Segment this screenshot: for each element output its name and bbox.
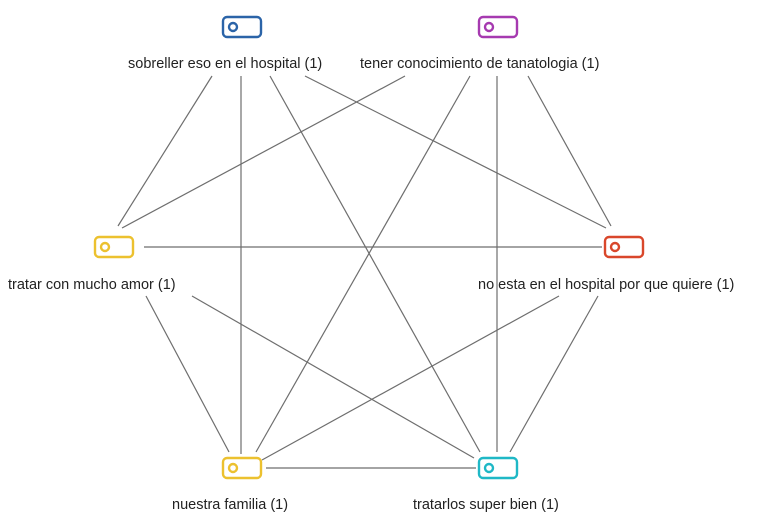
node-label: no esta en el hospital por que quiere (1…	[478, 277, 734, 293]
node-label: nuestra familia (1)	[172, 497, 288, 513]
edge-layer	[117, 75, 612, 469]
tag-icon	[93, 235, 135, 259]
node-label: tener conocimiento de tanatologia (1)	[360, 56, 599, 72]
node-label: tratar con mucho amor (1)	[8, 277, 176, 293]
edge-n2-n3	[121, 75, 406, 229]
edge-n3-n5	[145, 295, 230, 453]
tag-icon	[477, 456, 519, 480]
edge-n4-n6	[509, 295, 599, 453]
edge-n1-n3	[117, 75, 213, 227]
edge-n3-n6	[191, 295, 475, 459]
node-n4[interactable]: no esta en el hospital por que quiere (1…	[478, 235, 734, 293]
node-layer: sobreller eso en el hospital (1) tener c…	[8, 15, 734, 513]
node-n2[interactable]: tener conocimiento de tanatologia (1)	[360, 15, 599, 72]
node-n5[interactable]: nuestra familia (1)	[172, 456, 288, 513]
node-n3[interactable]: tratar con mucho amor (1)	[8, 235, 176, 293]
edge-n1-n4	[304, 75, 607, 229]
edge-n2-n5	[255, 75, 471, 453]
edge-n4-n5	[261, 295, 560, 461]
node-n6[interactable]: tratarlos super bien (1)	[413, 456, 559, 513]
node-label: sobreller eso en el hospital (1)	[128, 56, 322, 72]
edge-n1-n6	[269, 75, 481, 453]
tag-icon	[221, 456, 263, 480]
edge-n2-n4	[527, 75, 612, 227]
tag-icon	[603, 235, 645, 259]
node-label: tratarlos super bien (1)	[413, 497, 559, 513]
tag-icon	[221, 15, 263, 39]
tag-icon	[477, 15, 519, 39]
node-n1[interactable]: sobreller eso en el hospital (1)	[128, 15, 322, 72]
